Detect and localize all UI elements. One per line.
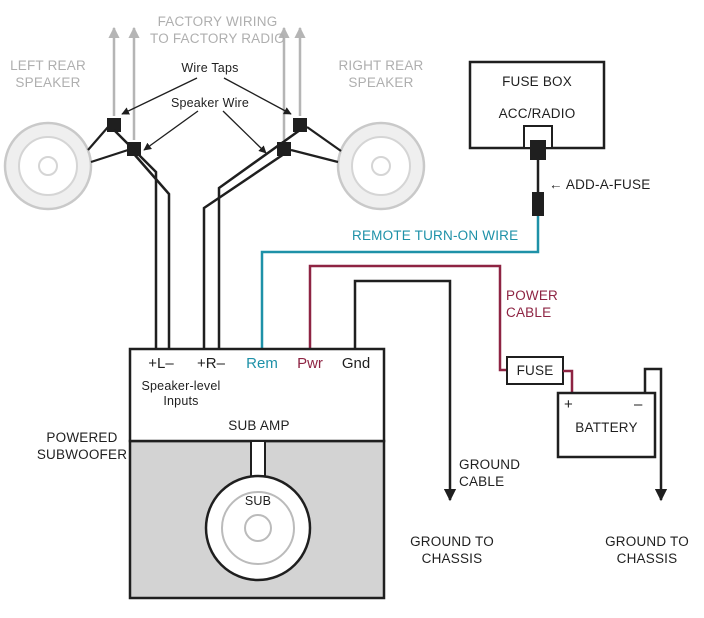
power-cable-to-battery	[563, 369, 574, 394]
battery-positive-terminal: +	[564, 396, 573, 413]
sub-terminal-post	[250, 440, 266, 478]
battery-label: BATTERY	[575, 420, 638, 435]
add-a-fuse-holder	[532, 192, 544, 216]
battery-negative-terminal: –	[634, 396, 643, 413]
wire-tap	[293, 118, 307, 132]
speaker-wire-pointer	[222, 110, 267, 154]
terminal-right-input: +R–	[197, 355, 225, 372]
add-a-fuse-label: ← ADD-A-FUSE	[549, 177, 651, 192]
speaker-wire-label: Speaker Wire	[170, 96, 250, 110]
power-cable-wire	[308, 264, 507, 372]
left-rear-speaker-icon	[3, 121, 93, 211]
battery-ground-wire	[643, 367, 668, 502]
speaker-lead	[290, 148, 339, 164]
terminal-left-input: +L–	[148, 355, 174, 372]
inline-fuse-label: FUSE	[516, 363, 554, 378]
powered-subwoofer-label: POWERED SUBWOOFER	[36, 430, 128, 462]
speaker-lead	[306, 126, 342, 152]
fuse-tap-connector	[530, 140, 546, 160]
speaker-level-inputs-label: Speaker-level Inputs	[141, 379, 221, 408]
speaker-wire-right-minus	[202, 152, 285, 350]
remote-turn-on-label: REMOTE TURN-ON WIRE	[352, 228, 519, 243]
wire-taps-pointer	[223, 77, 292, 115]
ground-to-chassis-battery-label: GROUND TO CHASSIS	[605, 534, 689, 566]
terminal-remote: Rem	[246, 355, 278, 372]
remote-turn-on-wire	[260, 216, 540, 350]
speaker-wire-right-plus	[217, 128, 301, 350]
inline-fuse-outline	[506, 356, 564, 385]
sub-cone-label: SUB	[244, 494, 272, 508]
subwoofer-cone-icon	[204, 474, 312, 582]
battery-outline	[556, 391, 657, 459]
speaker-lead	[87, 126, 109, 151]
wire-taps-label: Wire Taps	[181, 61, 239, 75]
right-rear-speaker-icon	[336, 121, 426, 211]
terminal-ground: Gnd	[341, 355, 371, 372]
wire-tap	[107, 118, 121, 132]
factory-wiring-label: FACTORY WIRING TO FACTORY RADIO	[150, 14, 285, 46]
power-cable-label: POWER CABLE	[506, 288, 559, 320]
right-speaker-label: RIGHT REAR SPEAKER	[338, 58, 424, 90]
left-speaker-label: LEFT REAR SPEAKER	[10, 58, 86, 90]
ground-cable-label: GROUND CABLE	[459, 457, 521, 489]
wire-taps-pointer	[121, 77, 198, 115]
sub-amp-label: SUB AMP	[228, 418, 290, 433]
speaker-wire-left-plus	[113, 129, 158, 350]
acc-radio-label: ACC/RADIO	[498, 106, 576, 121]
sub-amp-outline	[128, 347, 386, 443]
ground-cable-wire	[353, 279, 457, 502]
ground-to-chassis-amp-label: GROUND TO CHASSIS	[410, 534, 494, 566]
speaker-wire-pointer	[143, 110, 199, 151]
fuse-box-title: FUSE BOX	[502, 74, 572, 89]
speaker-wire-left-minus	[133, 153, 171, 350]
speaker-lead	[90, 148, 129, 164]
terminal-power: Pwr	[297, 355, 323, 372]
